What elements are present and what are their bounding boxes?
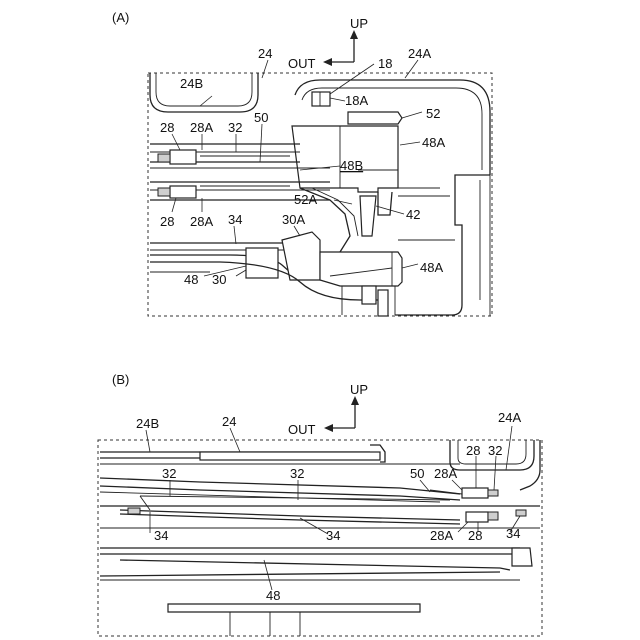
figure-b-label-32-middle: 32 <box>290 466 304 481</box>
figure-b-label-32-right: 32 <box>488 443 502 458</box>
figure-a-label-50: 50 <box>254 110 268 125</box>
figure-a-label-18A: 18A <box>345 93 368 108</box>
figure-b-label-34-middle: 34 <box>326 528 340 543</box>
figure-a-label-28A-top: 28A <box>190 120 213 135</box>
figure-a-label-30A: 30A <box>282 212 305 227</box>
figure-a: (A) UP OUT <box>112 10 492 316</box>
figure-a-up-label: UP <box>350 16 368 31</box>
figure-b-part-28-upper <box>462 488 488 498</box>
figure-a-label-28A-bottom: 28A <box>190 214 213 229</box>
figure-b-label-34-left: 34 <box>154 528 168 543</box>
figure-b-part-48 <box>100 548 532 636</box>
figure-a-label-34: 34 <box>228 212 242 227</box>
figure-a-label-24B: 24B <box>180 76 203 91</box>
figure-a-direction-arrows <box>323 30 358 66</box>
figure-b-label-32-left: 32 <box>162 466 176 481</box>
figure-b-label-50: 50 <box>410 466 424 481</box>
figure-a-label-18: 18 <box>378 56 392 71</box>
figure-a-part-52 <box>348 112 402 124</box>
figure-b-label-24: 24 <box>222 414 236 429</box>
figure-a-part-48A-lower <box>320 252 402 286</box>
figure-b-label-28-top: 28 <box>466 443 480 458</box>
figure-a-label-30: 30 <box>212 272 226 287</box>
figure-b-leaders <box>146 426 520 590</box>
figure-b-label-24B: 24B <box>136 416 159 431</box>
figure-a-label-28-bottom: 28 <box>160 214 174 229</box>
figure-b-label-34-right: 34 <box>506 526 520 541</box>
figure-b-title: (B) <box>112 372 129 387</box>
figure-b-out-label: OUT <box>288 422 316 437</box>
figure-b-part-24 <box>100 445 460 464</box>
figure-a-label-48A-top: 48A <box>422 135 445 150</box>
figure-a-label-42: 42 <box>406 207 420 222</box>
figure-a-label-48B: 48B <box>340 158 363 173</box>
figure-a-part-28-upper <box>170 150 196 164</box>
figure-a-label-24A: 24A <box>408 46 431 61</box>
figure-a-label-52A: 52A <box>294 192 317 207</box>
figure-b-part-28-lower <box>466 512 488 522</box>
figure-b-label-48: 48 <box>266 588 280 603</box>
figure-a-title: (A) <box>112 10 129 25</box>
figure-a-label-32: 32 <box>228 120 242 135</box>
figure-a-post <box>362 286 376 304</box>
figure-b-label-24A: 24A <box>498 410 521 425</box>
figure-b-label-28A-top: 28A <box>434 466 457 481</box>
figure-a-out-label: OUT <box>288 56 316 71</box>
figure-a-part-28-lower <box>170 186 196 198</box>
figure-a-label-52: 52 <box>426 106 440 121</box>
figure-a-label-28-top: 28 <box>160 120 174 135</box>
figure-b-up-label: UP <box>350 382 368 397</box>
figure-b-direction-arrows <box>324 396 359 432</box>
figure-a-label-48: 48 <box>184 272 198 287</box>
figure-b-label-28A-bottom: 28A <box>430 528 453 543</box>
figure-a-label-48A-bottom: 48A <box>420 260 443 275</box>
figure-a-part-42 <box>360 196 376 236</box>
figure-a-part-18A <box>312 92 330 106</box>
figure-a-part-30 <box>246 248 278 278</box>
figure-b: (B) UP OUT <box>98 372 542 636</box>
figure-a-label-24: 24 <box>258 46 272 61</box>
figure-a-part-30A <box>282 232 320 280</box>
figure-b-label-28-bottom: 28 <box>468 528 482 543</box>
